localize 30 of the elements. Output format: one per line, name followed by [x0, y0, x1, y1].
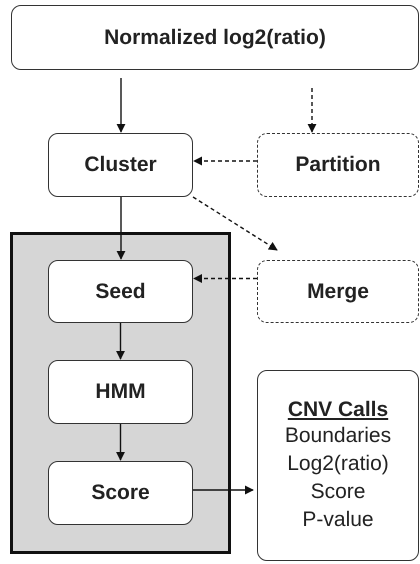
node-label: HMM [95, 380, 146, 404]
node-label: Normalized log2(ratio) [104, 26, 326, 50]
process-box [48, 133, 193, 197]
node-label: Partition [295, 153, 381, 177]
arrow [116, 424, 125, 461]
process-box [48, 360, 193, 424]
node-label: Score [91, 481, 150, 505]
group-panel [10, 232, 231, 554]
node-label: Seed [95, 280, 146, 304]
input-box [11, 5, 419, 70]
arrow [116, 323, 125, 360]
arrow [116, 197, 126, 260]
process-box [48, 461, 193, 525]
arrow [192, 196, 278, 251]
process-box [48, 260, 193, 323]
output-item: Score [310, 478, 366, 504]
output-heading: CNV Calls [288, 398, 388, 422]
optional-step-box [257, 260, 419, 323]
node-label: Merge [307, 280, 369, 304]
arrow [308, 88, 316, 133]
output-box [257, 370, 419, 561]
output-item: Boundaries [284, 422, 392, 448]
output-item: P-value [302, 506, 374, 532]
optional-step-box [257, 133, 419, 197]
arrow [193, 156, 257, 166]
arrow [116, 78, 126, 133]
output-item: Log2(ratio) [287, 450, 389, 476]
arrow [193, 486, 254, 494]
node-label: Cluster [84, 153, 157, 177]
arrow [193, 274, 257, 283]
